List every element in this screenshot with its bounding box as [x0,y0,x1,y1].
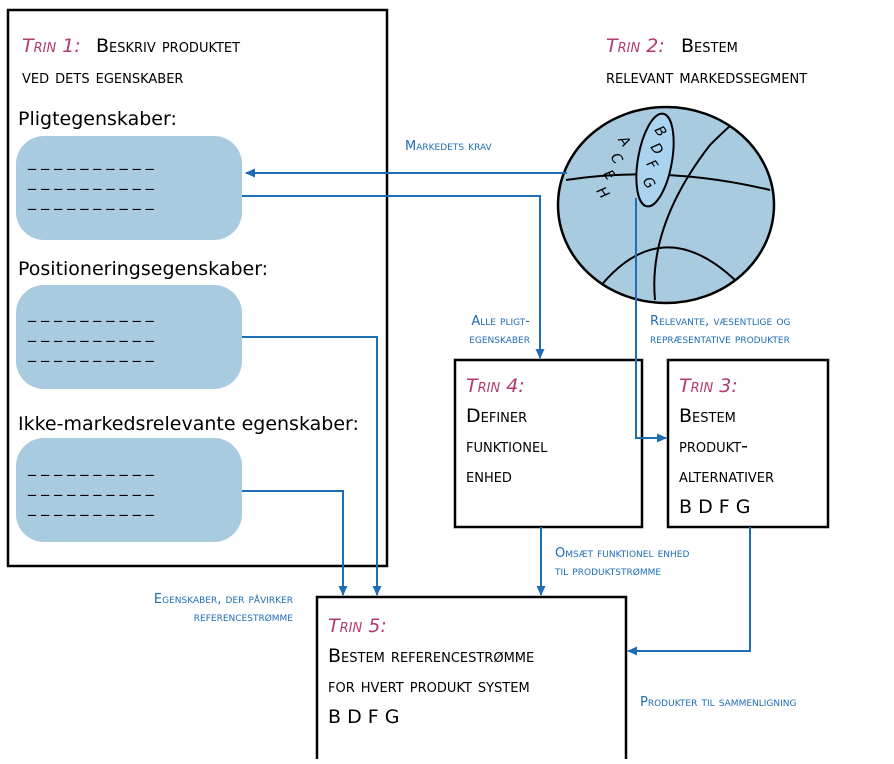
positioning-properties-box [16,285,242,389]
step1-title-line1: Beskriv produktet [96,35,240,57]
step2-title-line1: Bestem [681,35,738,57]
positioning-dash-line: _ _ _ _ _ _ _ _ _ _ [27,323,155,343]
positioning-dash-line: _ _ _ _ _ _ _ _ _ _ [27,343,155,363]
arrow-positioning-to-step5 [242,336,382,596]
nonmarket-properties-box [16,438,242,542]
step3-line2: produkt- [679,435,748,457]
label-convert-line1: Omsæt funktionel enhed [555,546,689,561]
market-segment-ellipse [556,105,776,305]
label-products-compare: Produkter til sammenligning [640,695,797,710]
step3-box [666,358,830,529]
arrow-nonmarket-to-step5 [242,490,348,596]
selected-segment-oval [635,112,675,208]
step5-line1: Bestem referencestrømme [328,645,534,667]
nonmarket-dash-line: _ _ _ _ _ _ _ _ _ _ [27,497,155,517]
step2-label: Trin 2: [606,35,665,57]
step5-box [315,595,628,764]
label-all-mandatory-line1: Alle pligt- [471,314,530,329]
label-relevant-products-line2: repræsentative produkter [650,332,790,347]
label-convert-line2: til produktstrømme [554,564,661,579]
step4-line3: enhed [466,465,512,487]
heading-mandatory-properties: Pligtegenskaber: [18,108,177,130]
step3-line4: B D F G [679,496,750,518]
heading-positioning-properties: Positioneringsegenskaber: [18,258,268,280]
mandatory-dash-line: _ _ _ _ _ _ _ _ _ _ [27,171,155,191]
mandatory-dash-line: _ _ _ _ _ _ _ _ _ _ [27,151,155,171]
step2-title-line2: relevant markedssegment [606,66,807,88]
arrow-products-compare [627,527,751,656]
step3-line1: Bestem [679,405,736,427]
step3-label: Trin 3: [679,375,738,397]
heading-nonmarket-properties: Ikke-markedsrelevante egenskaber: [18,413,359,435]
step4-line1: Definer [466,405,527,427]
step1-title-line2: ved dets egenskaber [22,66,183,88]
mandatory-dash-line: _ _ _ _ _ _ _ _ _ _ [27,191,155,211]
step1-frame [6,8,389,568]
step5-line3: B D F G [328,706,399,728]
step3-line3: alternativer [679,465,774,487]
mandatory-properties-box [16,136,242,240]
step4-label: Trin 4: [466,375,525,397]
nonmarket-dash-line: _ _ _ _ _ _ _ _ _ _ [27,457,155,477]
step5-line2: for hvert produkt system [328,675,530,697]
positioning-dash-line: _ _ _ _ _ _ _ _ _ _ [27,303,155,323]
step5-label: Trin 5: [328,615,387,637]
label-all-mandatory-line2: egenskaber [469,332,530,347]
label-properties-line1: Egenskaber, der påvirker [154,592,293,607]
label-relevant-products-line1: Relevante, væsentlige og [650,314,790,329]
arrow-all-mandatory [242,195,545,359]
step4-box [453,358,644,529]
step4-line2: funktionel [466,435,548,457]
nonmarket-dash-line: _ _ _ _ _ _ _ _ _ _ [27,477,155,497]
step1-label: Trin 1: [22,35,81,57]
label-market-requirements: Markedets krav [405,139,493,154]
arrow-relevant-products [635,198,667,443]
label-properties-line2: referencestrømme [194,610,294,625]
